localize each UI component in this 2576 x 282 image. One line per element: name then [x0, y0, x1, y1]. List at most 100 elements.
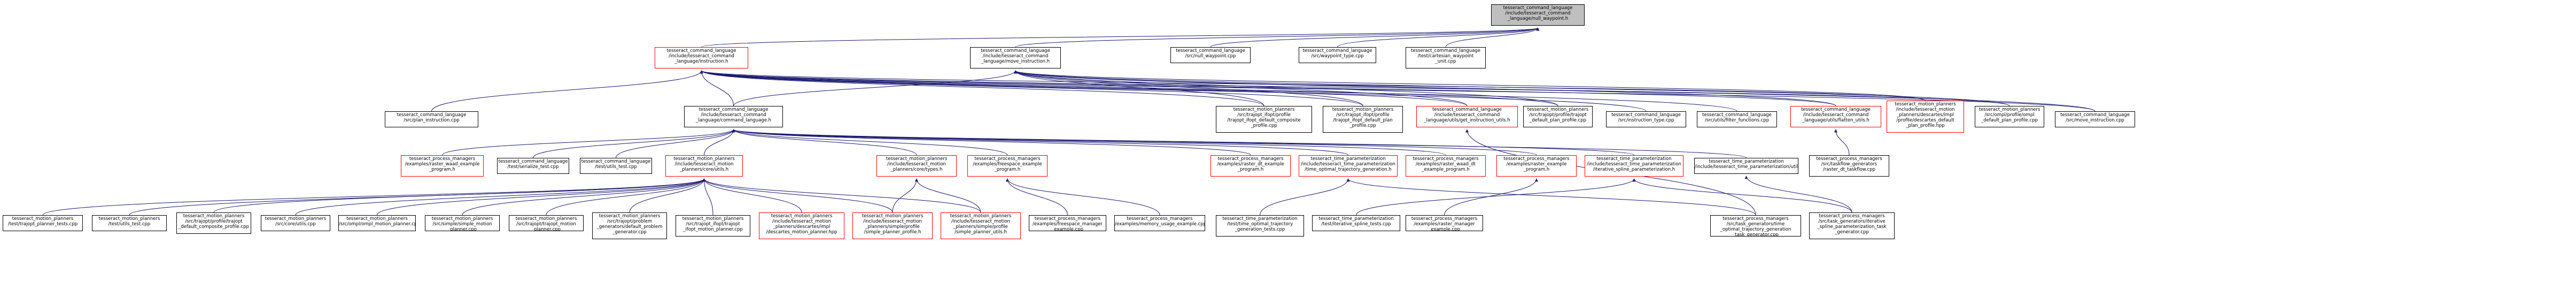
graph-node-trajopt-motion-planner[interactable]: tesseract_motion_planners/src/trajopt/tr… — [509, 215, 584, 231]
node-label-line: _language/utils/flatten_utils.h — [1802, 118, 1869, 123]
graph-node-planner-tests[interactable]: tesseract_motion_planners/test/trajopt_p… — [3, 215, 83, 231]
node-label-line: /test/utils_test.cpp — [108, 222, 151, 227]
dependency-edge — [733, 70, 1017, 106]
dependency-edge — [1834, 129, 1850, 156]
graph-node-ompl-default-plan[interactable]: tesseract_motion_planners/src/ompl/profi… — [1975, 106, 2044, 127]
graph-node-utils-test[interactable]: tesseract_command_language/test/utils_te… — [580, 158, 652, 174]
graph-node-simple-motion-planner[interactable]: tesseract_motion_planners/src/simple/sim… — [425, 215, 500, 231]
node-label-line: _planners/simple/profile — [865, 224, 920, 230]
dependency-edge — [700, 70, 1737, 112]
graph-node-waypoint-type-cpp[interactable]: tesseract_command_language/src/waypoint_… — [1299, 47, 1376, 63]
graph-node-descartes-motion-planner[interactable]: tesseract_motion_planners/include/tesser… — [759, 212, 844, 239]
graph-node-freespace-manager-example[interactable]: tesseract_process_managers/examples/free… — [1029, 215, 1106, 231]
node-label-line: tesseract_motion_planners — [886, 156, 948, 162]
graph-node-null-waypoint-cpp[interactable]: tesseract_command_language/src/null_wayp… — [1170, 47, 1251, 63]
graph-node-trajopt-ifopt-motion-planner[interactable]: tesseract_motion_planners/src/trajopt_if… — [676, 215, 750, 237]
node-label-line: _language/instruction.h — [674, 59, 728, 64]
node-label-line: _planners/simple/profile — [953, 224, 1008, 230]
node-label-line: /examples/raster_example — [1506, 162, 1567, 167]
graph-node-time-optimal-trajectory-generation-h[interactable]: tesseract_time_parameterization/include/… — [1299, 155, 1398, 177]
graph-node-raster-dt-taskflow[interactable]: tesseract_process_managers/src/taskflow_… — [1809, 155, 1889, 177]
graph-node-iterative-spline-tests[interactable]: tesseract_time_parameterization/test/ite… — [1312, 215, 1400, 231]
graph-node-iterative-spline-time-task[interactable]: tesseract_process_managers/src/task_gene… — [1710, 215, 1801, 237]
node-label-line: /src/ompl/profile/ompl — [1984, 112, 2035, 118]
dependency-edge — [915, 178, 981, 213]
dependency-edge — [732, 129, 1747, 158]
graph-node-root[interactable]: tesseract_command_language/include/tesse… — [1491, 4, 1585, 26]
dependency-edge — [732, 129, 1348, 156]
node-label-line: tesseract_command_language — [2060, 112, 2130, 118]
node-label-line: tesseract_motion_planners — [515, 216, 577, 222]
graph-node-get-instruction-utils-h[interactable]: tesseract_command_language/include/tesse… — [1416, 106, 1518, 127]
node-label-line: /src/utils/filter_functions.cpp — [1704, 118, 1770, 123]
graph-node-trajopt-default-plan[interactable]: tesseract_motion_planners/src/trajopt/pr… — [1523, 106, 1593, 127]
graph-node-mp-utils-test[interactable]: tesseract_motion_planners/test/utils_tes… — [92, 215, 167, 231]
graph-node-instruction-h[interactable]: tesseract_command_language/include/tesse… — [655, 47, 748, 68]
graph-node-simple-planner-profile[interactable]: tesseract_motion_planners/include/tesser… — [852, 212, 933, 239]
graph-node-trajopt-default-composite[interactable]: tesseract_motion_planners/src/trajopt/pr… — [176, 212, 251, 234]
graph-node-descartes-default-plan[interactable]: tesseract_motion_planners/include/tesser… — [1887, 101, 1964, 133]
node-label-line: /examples/raster_waad_dt — [1416, 162, 1476, 167]
node-label-line: /test/serialize_test.cpp — [507, 164, 559, 170]
node-label-line: /include/tesseract_motion — [951, 219, 1010, 224]
dependency-edge — [702, 178, 713, 216]
graph-node-iterative-spline-task[interactable]: tesseract_process_managers/src/task_gene… — [1809, 212, 1895, 239]
graph-node-raster-dt-example[interactable]: tesseract_process_managers/examples/rast… — [1211, 155, 1291, 177]
node-label-line: /src/trajopt_ifopt/profile — [1336, 112, 1390, 118]
node-label-line: /include/tesseract_command — [1803, 112, 1869, 118]
graph-node-cartesian-waypoint-unit[interactable]: tesseract_command_language/test/cartesia… — [1406, 47, 1486, 68]
graph-node-core-utils-cpp[interactable]: tesseract_motion_planners/src/core/utils… — [261, 215, 330, 231]
dependency-edge — [1014, 70, 2010, 106]
node-label-line: _language/move_instruction.h — [981, 59, 1050, 64]
graph-node-iterative-spline-parameterization-h[interactable]: tesseract_time_parameterization/include/… — [1585, 155, 1683, 177]
graph-node-trajopt-ifopt-default-composite[interactable]: tesseract_motion_planners/src/trajopt_if… — [1216, 106, 1312, 133]
dependency-edge — [700, 70, 2096, 112]
node-label-line: tesseract_command_language — [699, 107, 769, 112]
node-label-line: tesseract_process_managers — [1413, 156, 1479, 162]
node-label-line: _program.h — [1237, 167, 1264, 172]
node-label-line: /examples/freespace_example — [973, 162, 1042, 167]
graph-node-serialize-test[interactable]: tesseract_command_language/test/serializ… — [497, 158, 569, 174]
node-label-line: /include/tesseract_motion — [772, 219, 831, 224]
node-label-line: _spline_parameterization_task — [1817, 224, 1887, 230]
dependency-edge — [700, 70, 2010, 106]
node-label-line: _program.h — [994, 167, 1021, 172]
node-label-line: /include/tesseract_motion — [674, 162, 734, 167]
graph-node-move-instruction-cpp[interactable]: tesseract_command_language/src/move_inst… — [2055, 111, 2135, 127]
node-label-line: _generation_tests.cpp — [1235, 227, 1285, 232]
dependency-edge — [1260, 178, 1350, 216]
graph-node-memory-usage-example[interactable]: tesseract_process_managers/examples/memo… — [1114, 215, 1205, 231]
graph-node-raster-waad-dt-example[interactable]: tesseract_process_managers/examples/rast… — [1406, 155, 1486, 177]
dependency-edge — [892, 178, 918, 213]
graph-node-raster-waad-example[interactable]: tesseract_process_managers/examples/rast… — [401, 155, 484, 177]
graph-node-tp-utils-h[interactable]: tesseract_time_parameterization/include/… — [1694, 158, 1798, 174]
graph-node-core-types-h[interactable]: tesseract_motion_planners/include/tesser… — [876, 155, 957, 177]
graph-node-plan-instruction-cpp[interactable]: tesseract_command_language/src/plan_inst… — [385, 111, 478, 127]
graph-node-flatten-utils-h[interactable]: tesseract_command_language/include/tesse… — [1790, 106, 1881, 127]
node-label-line: /src/trajopt_ifopt/profile — [1237, 112, 1291, 118]
graph-node-ompl-motion-planner[interactable]: tesseract_motion_planners/src/ompl/ompl_… — [338, 215, 416, 231]
node-label-line: tesseract_time_parameterization — [1310, 156, 1386, 162]
node-label-line: tesseract_command_language — [1176, 48, 1245, 54]
graph-node-move-instruction-h[interactable]: tesseract_command_language/include/tesse… — [970, 47, 1061, 68]
graph-node-raster-manager-example[interactable]: tesseract_process_managers/examples/rast… — [1406, 215, 1483, 231]
node-label-line: _planners/core/utils.h — [679, 167, 729, 172]
node-label-line: tesseract_process_managers — [974, 156, 1041, 162]
graph-node-time-optimal-tests[interactable]: tesseract_time_parameterization/test/tim… — [1216, 215, 1304, 237]
graph-node-trajopt-problem-generator[interactable]: tesseract_motion_planners/src/trajopt/pr… — [592, 212, 667, 239]
graph-node-trajopt-ifopt-default-plan[interactable]: tesseract_motion_planners/src/trajopt_if… — [1323, 106, 1403, 133]
graph-node-simple-planner-utils[interactable]: tesseract_motion_planners/include/tesser… — [941, 212, 1021, 239]
graph-node-raster-example-h[interactable]: tesseract_process_managers/examples/rast… — [1496, 155, 1577, 177]
node-label-line: /src/instruction_type.cpp — [1618, 118, 1674, 123]
graph-node-command-language-h[interactable]: tesseract_command_language/include/tesse… — [684, 106, 783, 127]
dependency-edge — [1006, 178, 1068, 216]
node-label-line: /include/tesseract_command — [1505, 11, 1571, 16]
graph-node-freespace-example-h[interactable]: tesseract_process_managers/examples/free… — [967, 155, 1048, 177]
graph-node-instruction-type-cpp[interactable]: tesseract_command_language/src/instructi… — [1606, 111, 1686, 127]
node-label-line: _profile.cpp — [1251, 123, 1277, 128]
node-label-line: /src/trajopt/profile/trajopt — [1529, 112, 1587, 118]
graph-node-filter-functions-cpp[interactable]: tesseract_command_language/src/utils/fil… — [1697, 111, 1777, 127]
node-label-line: _example.cpp — [1051, 227, 1083, 231]
dependency-edge — [702, 178, 893, 213]
graph-node-core-utils-h[interactable]: tesseract_motion_planners/include/tesser… — [665, 155, 743, 177]
